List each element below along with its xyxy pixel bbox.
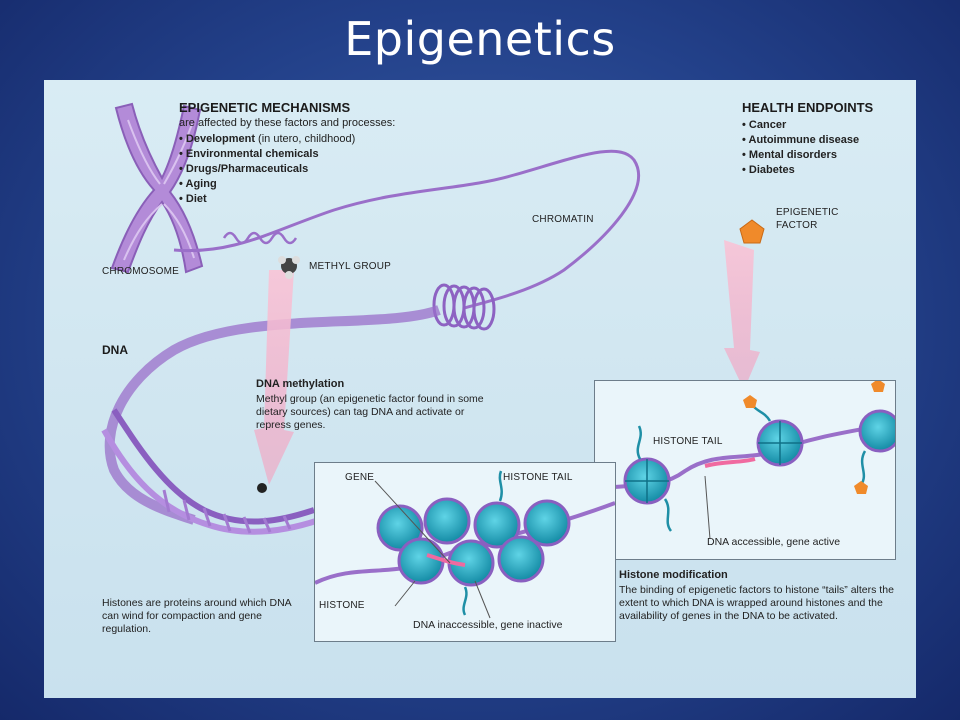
histone-modification-heading: Histone modification <box>619 569 728 581</box>
active-chromatin-art <box>594 379 902 540</box>
slide-title: Epigenetics <box>344 12 616 66</box>
mechanism-item: Development (in utero, childhood) <box>179 132 355 147</box>
mechanisms-list: Development (in utero, childhood) Enviro… <box>179 132 356 207</box>
histone-active <box>756 419 804 467</box>
dna-label: DNA <box>102 343 128 357</box>
methyl-group-label: METHYL GROUP <box>309 261 392 272</box>
condensed-chromatin-inset: GENE HISTONE TAIL HISTONE DNA inaccessib… <box>314 462 616 642</box>
mechanisms-subheading: are affected by these factors and proces… <box>179 117 396 129</box>
chromatin-label: CHROMATIN <box>532 214 594 225</box>
histone-cluster <box>376 497 571 587</box>
health-item: Autoimmune disease <box>742 133 860 148</box>
factor-arrow <box>724 240 760 390</box>
methylation-heading: DNA methylation <box>256 378 345 390</box>
mechanism-item: Environmental chemicals <box>179 147 355 162</box>
histone-tail-label-right: HISTONE TAIL <box>653 436 723 447</box>
chromosome-label: CHROMOSOME <box>102 266 179 277</box>
histone-tail-label-left: HISTONE TAIL <box>503 472 573 483</box>
chromatin-fiber <box>173 149 641 310</box>
histone-active <box>858 409 902 453</box>
health-list: Cancer Autoimmune disease Mental disorde… <box>742 118 860 178</box>
histone-modification-body: The binding of epigenetic factors to his… <box>619 584 894 622</box>
health-heading: HEALTH ENDPOINTS <box>742 100 874 115</box>
mechanism-item: Drugs/Pharmaceuticals <box>179 162 355 177</box>
health-item: Mental disorders <box>742 148 859 163</box>
methylation-body: Methyl group (an epigenetic factor found… <box>256 393 484 431</box>
methyl-group-icon <box>278 256 300 279</box>
histone-label: HISTONE <box>319 600 365 611</box>
health-item: Cancer <box>742 118 859 133</box>
chromatin-coil <box>432 283 496 331</box>
mechanisms-heading: EPIGENETIC MECHANISMS <box>179 100 351 115</box>
histone-active <box>623 457 671 505</box>
mechanism-item: Diet <box>179 192 355 207</box>
dna-loop <box>104 305 441 525</box>
methylation-arrow <box>254 270 294 485</box>
methyl-tag <box>257 483 267 493</box>
mechanism-item: Aging <box>179 177 355 192</box>
dna-inaccessible-label: DNA inaccessible, gene inactive <box>413 619 563 631</box>
histones-caption: Histones are proteins around which DNA c… <box>102 597 292 635</box>
epigenetic-factor-icon <box>739 219 765 244</box>
gene-label: GENE <box>345 472 375 483</box>
histone-modification-inset: HISTONE TAIL DNA accessible, gene active <box>594 379 902 560</box>
epigenetic-factor-label: EPIGENETIC FACTOR <box>776 207 839 231</box>
dna-accessible-label: DNA accessible, gene active <box>707 536 841 548</box>
inactive-chromatin-art <box>314 470 616 619</box>
health-item: Diabetes <box>742 163 859 178</box>
diagram-panel: EPIGENETIC MECHANISMS are affected by th… <box>44 80 916 698</box>
dna-helix <box>101 408 320 535</box>
